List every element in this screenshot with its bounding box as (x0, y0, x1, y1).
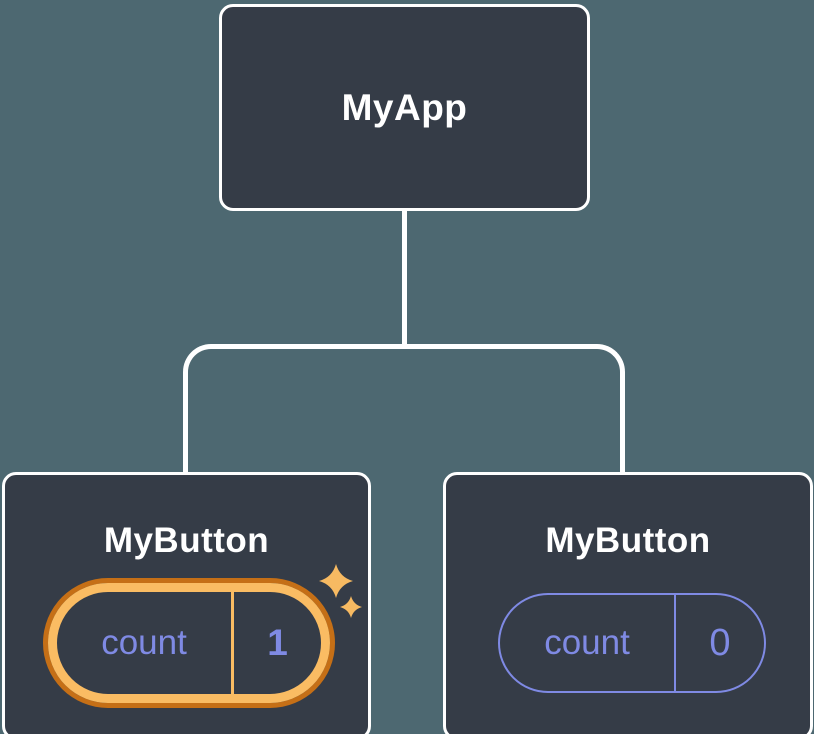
sparkles-icon (319, 564, 362, 618)
sparkle-icon (319, 564, 353, 598)
node-mybutton-updated-label: MyButton (103, 521, 270, 560)
state-value: 0 (709, 621, 731, 664)
node-mybutton-unchanged: MyButton count 0 (443, 472, 813, 734)
connector-stem (402, 209, 407, 347)
node-myapp-label: MyApp (341, 86, 468, 128)
state-key-label: count (544, 623, 630, 662)
pill-divider (231, 592, 234, 694)
sparkle-icon (340, 596, 362, 618)
pill-divider (674, 595, 676, 691)
node-mybutton-unchanged-label: MyButton (545, 521, 711, 560)
state-pill-highlighted: count 1 (48, 583, 330, 703)
node-mybutton-updated: MyButton count 1 (2, 472, 371, 734)
state-key-label: count (101, 623, 187, 662)
node-myapp: MyApp (219, 4, 590, 211)
state-pill-plain: count 0 (498, 593, 766, 693)
connector-branch (183, 344, 625, 476)
state-value: 1 (267, 622, 288, 663)
